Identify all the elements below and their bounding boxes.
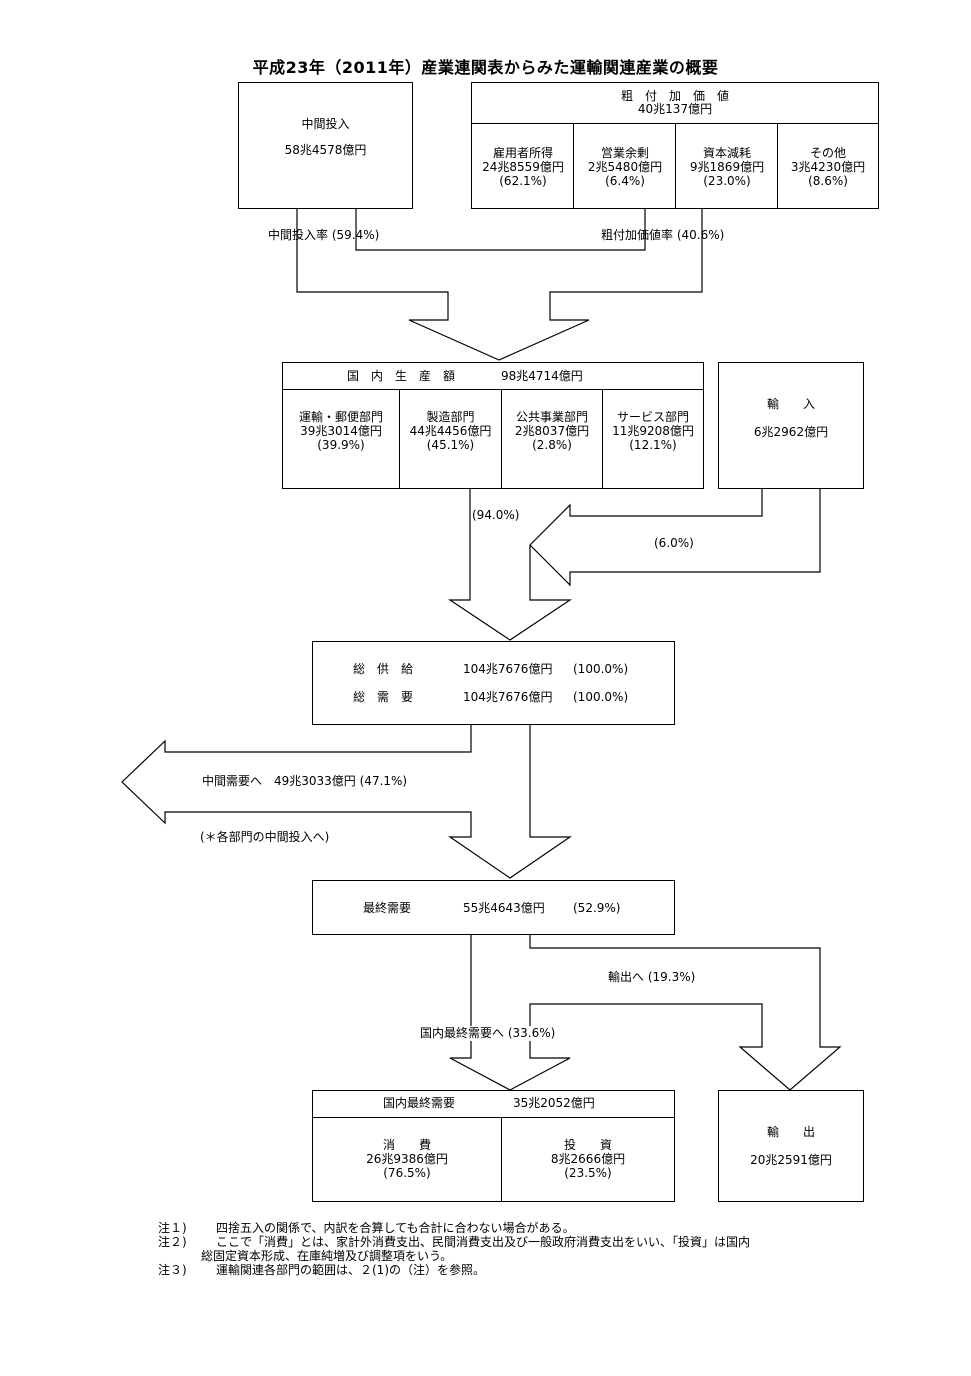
connector-domestic-arrow: [448, 488, 763, 641]
total-supply-demand-box: 総 供 給 104兆7676億円 (100.0%) 総 需 要 104兆7676…: [312, 641, 675, 725]
total-demand-pct: (100.0%): [573, 690, 629, 704]
gva-operating-surplus: 営業余剰 2兆5480億円 (6.4%): [587, 146, 663, 188]
page-title: 平成23年（2011年）産業連関表からみた運輸関連産業の概要: [252, 58, 719, 77]
domestic-final-demand-label: 国内最終需要: [383, 1096, 456, 1110]
exports-value: 20兆2591億円: [750, 1153, 832, 1167]
final-demand-value: 55兆4643億円: [463, 901, 545, 915]
total-supply-pct: (100.0%): [573, 662, 629, 676]
domestic-final-demand-value: 35兆2052億円: [513, 1096, 595, 1110]
gva-employee-income: 雇用者所得 24兆8559億円 (62.1%): [482, 146, 564, 188]
total-demand-label: 総 需 要: [353, 690, 414, 704]
intermediate-input-rate: 中間投入率 (59.4%): [268, 228, 380, 242]
export-share: 輸出へ (19.3%): [608, 970, 696, 984]
footnotes: 注１)四捨五入の関係で、内訳を合算しても合計に合わない場合がある。 注２)ここで…: [158, 1221, 750, 1277]
total-supply-label: 総 供 給: [353, 662, 414, 676]
connector-final-demand: [449, 934, 842, 1091]
exports-box: 輸 出 20兆2591億円: [718, 1090, 864, 1202]
connector-import-arrow: [529, 488, 821, 587]
imports-label: 輸 入: [766, 397, 815, 411]
arrow-intermediate-demand: [121, 724, 572, 879]
sector-transport-postal: 運輸・郵便部門 39兆3014億円 (39.9%): [298, 410, 383, 452]
gross-value-added-value: 40兆137億円: [637, 102, 713, 116]
total-demand-value: 104兆7676億円: [463, 690, 553, 704]
sector-public-works: 公共事業部門 2兆8037億円 (2.8%): [514, 410, 590, 452]
gva-depreciation: 資本減耗 9兆1869億円 (23.0%): [689, 146, 765, 188]
domestic-supply-share: (94.0%): [472, 508, 520, 523]
gross-value-added-label: 粗 付 加 価 値: [620, 89, 729, 103]
connector-intermediate-inner: [355, 208, 646, 251]
note-2: 注２)ここで「消費」とは、家計外消費支出、民間消費支出及び一般政府消費支出をいい…: [158, 1235, 751, 1249]
gva-other: その他 3兆4230億円 (8.6%): [790, 146, 866, 188]
final-demand-box: 最終需要 55兆4643億円 (52.9%): [312, 880, 675, 935]
connector-intermediate-left: [296, 208, 703, 361]
domestic-production-label: 国 内 生 産 額: [347, 369, 456, 383]
note-2-continued: 総固定資本形成、在庫純増及び調整項をいう。: [201, 1249, 453, 1263]
exports-label: 輸 出: [766, 1125, 815, 1139]
total-supply-value: 104兆7676億円: [463, 662, 553, 676]
consumption-cell: 消 費 26兆9386億円 (76.5%): [366, 1138, 448, 1180]
intermediate-demand-note: (＊各部門の中間投入へ): [200, 830, 330, 844]
intermediate-demand-label: 中間需要へ 49兆3033億円 (47.1%): [202, 774, 408, 788]
intermediate-input-value: 58兆4578億円: [284, 143, 367, 157]
final-demand-label: 最終需要: [363, 901, 412, 915]
sector-manufacturing: 製造部門 44兆4456億円 (45.1%): [409, 410, 492, 452]
investment-cell: 投 資 8兆2666億円 (23.5%): [550, 1138, 626, 1180]
value-added-rate: 粗付加価値率 (40.6%): [601, 228, 725, 242]
note-1: 注１)四捨五入の関係で、内訳を合算しても合計に合わない場合がある。: [158, 1221, 575, 1235]
domestic-production-box: 国 内 生 産 額 98兆4714億円 運輸・郵便部門 39兆3014億円 (3…: [282, 362, 704, 489]
intermediate-input-label: 中間投入: [301, 117, 350, 131]
final-demand-pct: (52.9%): [573, 901, 621, 915]
sector-services: サービス部門 11兆9208億円 (12.1%): [612, 410, 694, 452]
imports-value: 6兆2962億円: [753, 425, 829, 439]
note-3: 注３)運輸関連各部門の範囲は、２(1)の（注）を参照。: [158, 1263, 485, 1277]
imports-supply-share: (6.0%): [654, 536, 694, 550]
intermediate-input-box: 中間投入 58兆4578億円: [238, 82, 413, 209]
imports-box: 輸 入 6兆2962億円: [718, 362, 864, 489]
domestic-production-value: 98兆4714億円: [501, 369, 583, 383]
domestic-final-demand-box: 国内最終需要 35兆2052億円 消 費 26兆9386億円 (76.5%) 投…: [312, 1090, 675, 1202]
domestic-final-share: 国内最終需要へ (33.6%): [420, 1026, 556, 1041]
gross-value-added-box: 粗 付 加 価 値 40兆137億円 雇用者所得 24兆8559億円 (62.1…: [471, 82, 879, 209]
